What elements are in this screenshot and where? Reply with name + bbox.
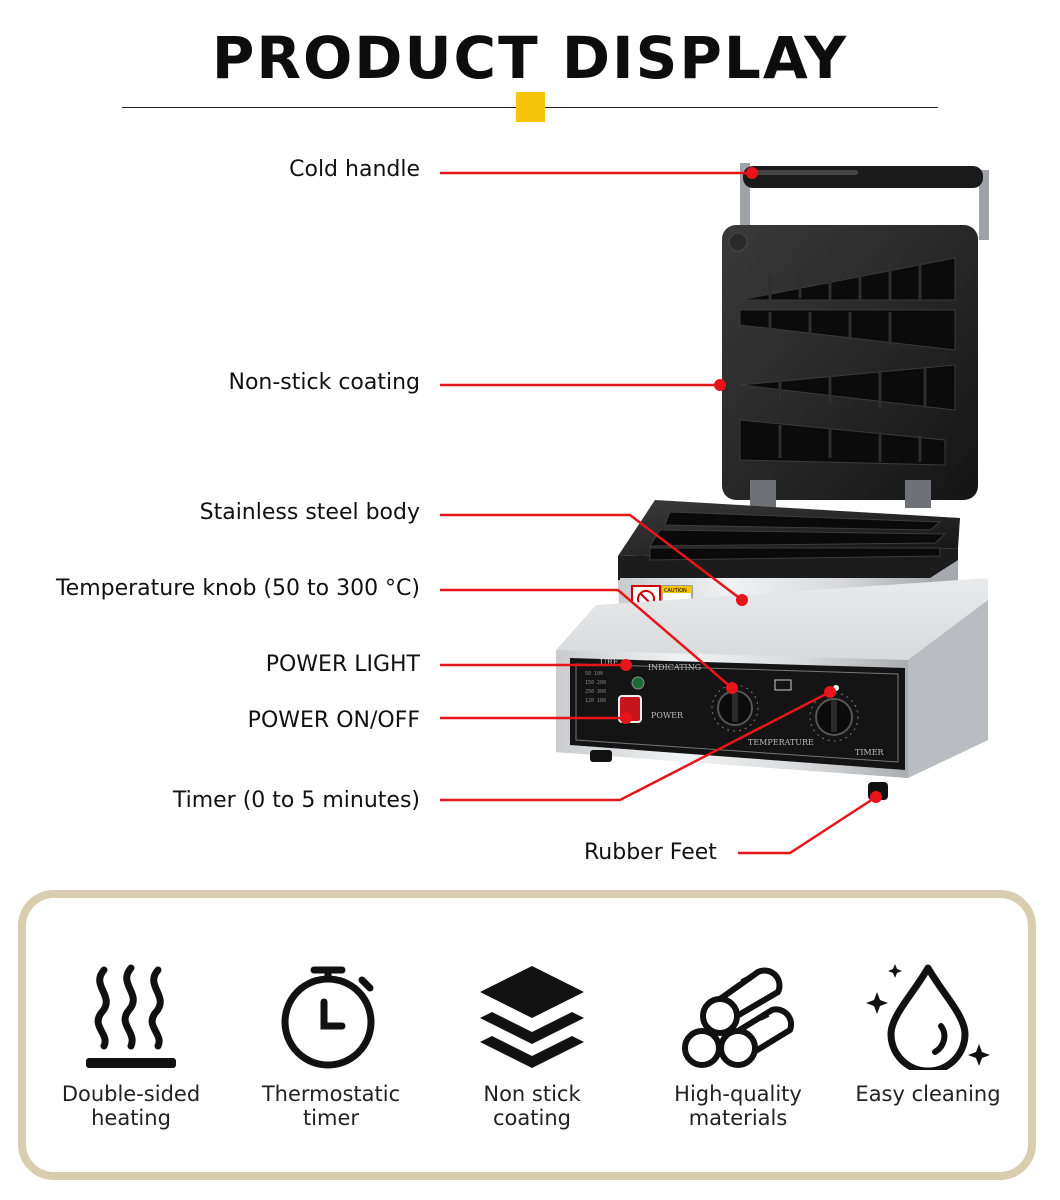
stopwatch-icon — [281, 966, 375, 1069]
feature-label-line2: heating — [91, 1106, 171, 1130]
layers-icon — [480, 966, 584, 1068]
callout-cold-handle: Cold handle — [289, 157, 420, 182]
feature-thermostatic-timer: Thermostatic timer — [231, 960, 431, 1130]
panel-power-label: POWER — [651, 711, 684, 720]
cold-handle — [740, 163, 989, 243]
callout-timer: Timer (0 to 5 minutes) — [172, 788, 420, 813]
feature-label-line2: timer — [302, 1106, 360, 1130]
feature-label-line1: High-quality — [674, 1082, 802, 1106]
callout-rubber-feet: Rubber Feet — [584, 840, 717, 865]
callout-non-stick-coating: Non-stick coating — [228, 370, 420, 395]
lower-plate — [618, 500, 960, 580]
callout-power-switch: POWER ON/OFF — [247, 708, 420, 733]
heat-waves-icon — [86, 964, 176, 1068]
callout-lines — [440, 171, 877, 855]
svg-text:INDICATING: INDICATING — [648, 663, 701, 672]
machine-base: URE INDICATING POWER TEMPERATURE TIMER 50… — [556, 578, 988, 800]
svg-text:120 180: 120 180 — [585, 698, 606, 704]
callout-temperature-knob: Temperature knob (50 to 300 °C) — [55, 576, 420, 601]
power-light-indicator — [631, 676, 645, 690]
water-drop-icon — [866, 964, 990, 1070]
svg-text:50 100: 50 100 — [585, 671, 603, 677]
temperature-knob[interactable] — [711, 684, 759, 732]
panel-temperature-label: TEMPERATURE — [748, 738, 814, 747]
feature-label-line2: materials — [688, 1106, 788, 1130]
logs-icon — [682, 967, 795, 1068]
feature-label-line1: Easy cleaning — [855, 1082, 1001, 1106]
callout-stainless-body: Stainless steel body — [199, 500, 420, 525]
upper-plate — [722, 225, 978, 508]
feature-label-line2: coating — [493, 1106, 571, 1130]
page-title: PRODUCT DISPLAY — [211, 24, 849, 92]
feature-label-line1: Thermostatic — [261, 1082, 401, 1106]
title-accent-mark — [516, 92, 545, 122]
caution-label: CAUTION — [664, 588, 687, 594]
svg-text:150 200: 150 200 — [585, 680, 606, 686]
callout-power-light: POWER LIGHT — [265, 652, 420, 677]
product-illustration: CAUTION URE INDICATING POWER TEMPERATURE … — [440, 163, 989, 855]
feature-high-quality-materials: High-quality materials — [638, 960, 838, 1130]
svg-text:URE: URE — [600, 658, 619, 667]
callout-dots — [620, 167, 882, 803]
feature-non-stick-coating: Non stick coating — [432, 960, 632, 1130]
feature-easy-cleaning: Easy cleaning — [828, 960, 1028, 1106]
panel-timer-label: TIMER — [855, 748, 885, 757]
feature-label-line1: Non stick — [483, 1082, 581, 1106]
feature-double-sided-heating: Double-sided heating — [31, 960, 231, 1130]
svg-text:250 300: 250 300 — [585, 689, 606, 695]
feature-label-line1: Double-sided — [61, 1082, 201, 1106]
timer-knob[interactable] — [809, 685, 859, 742]
